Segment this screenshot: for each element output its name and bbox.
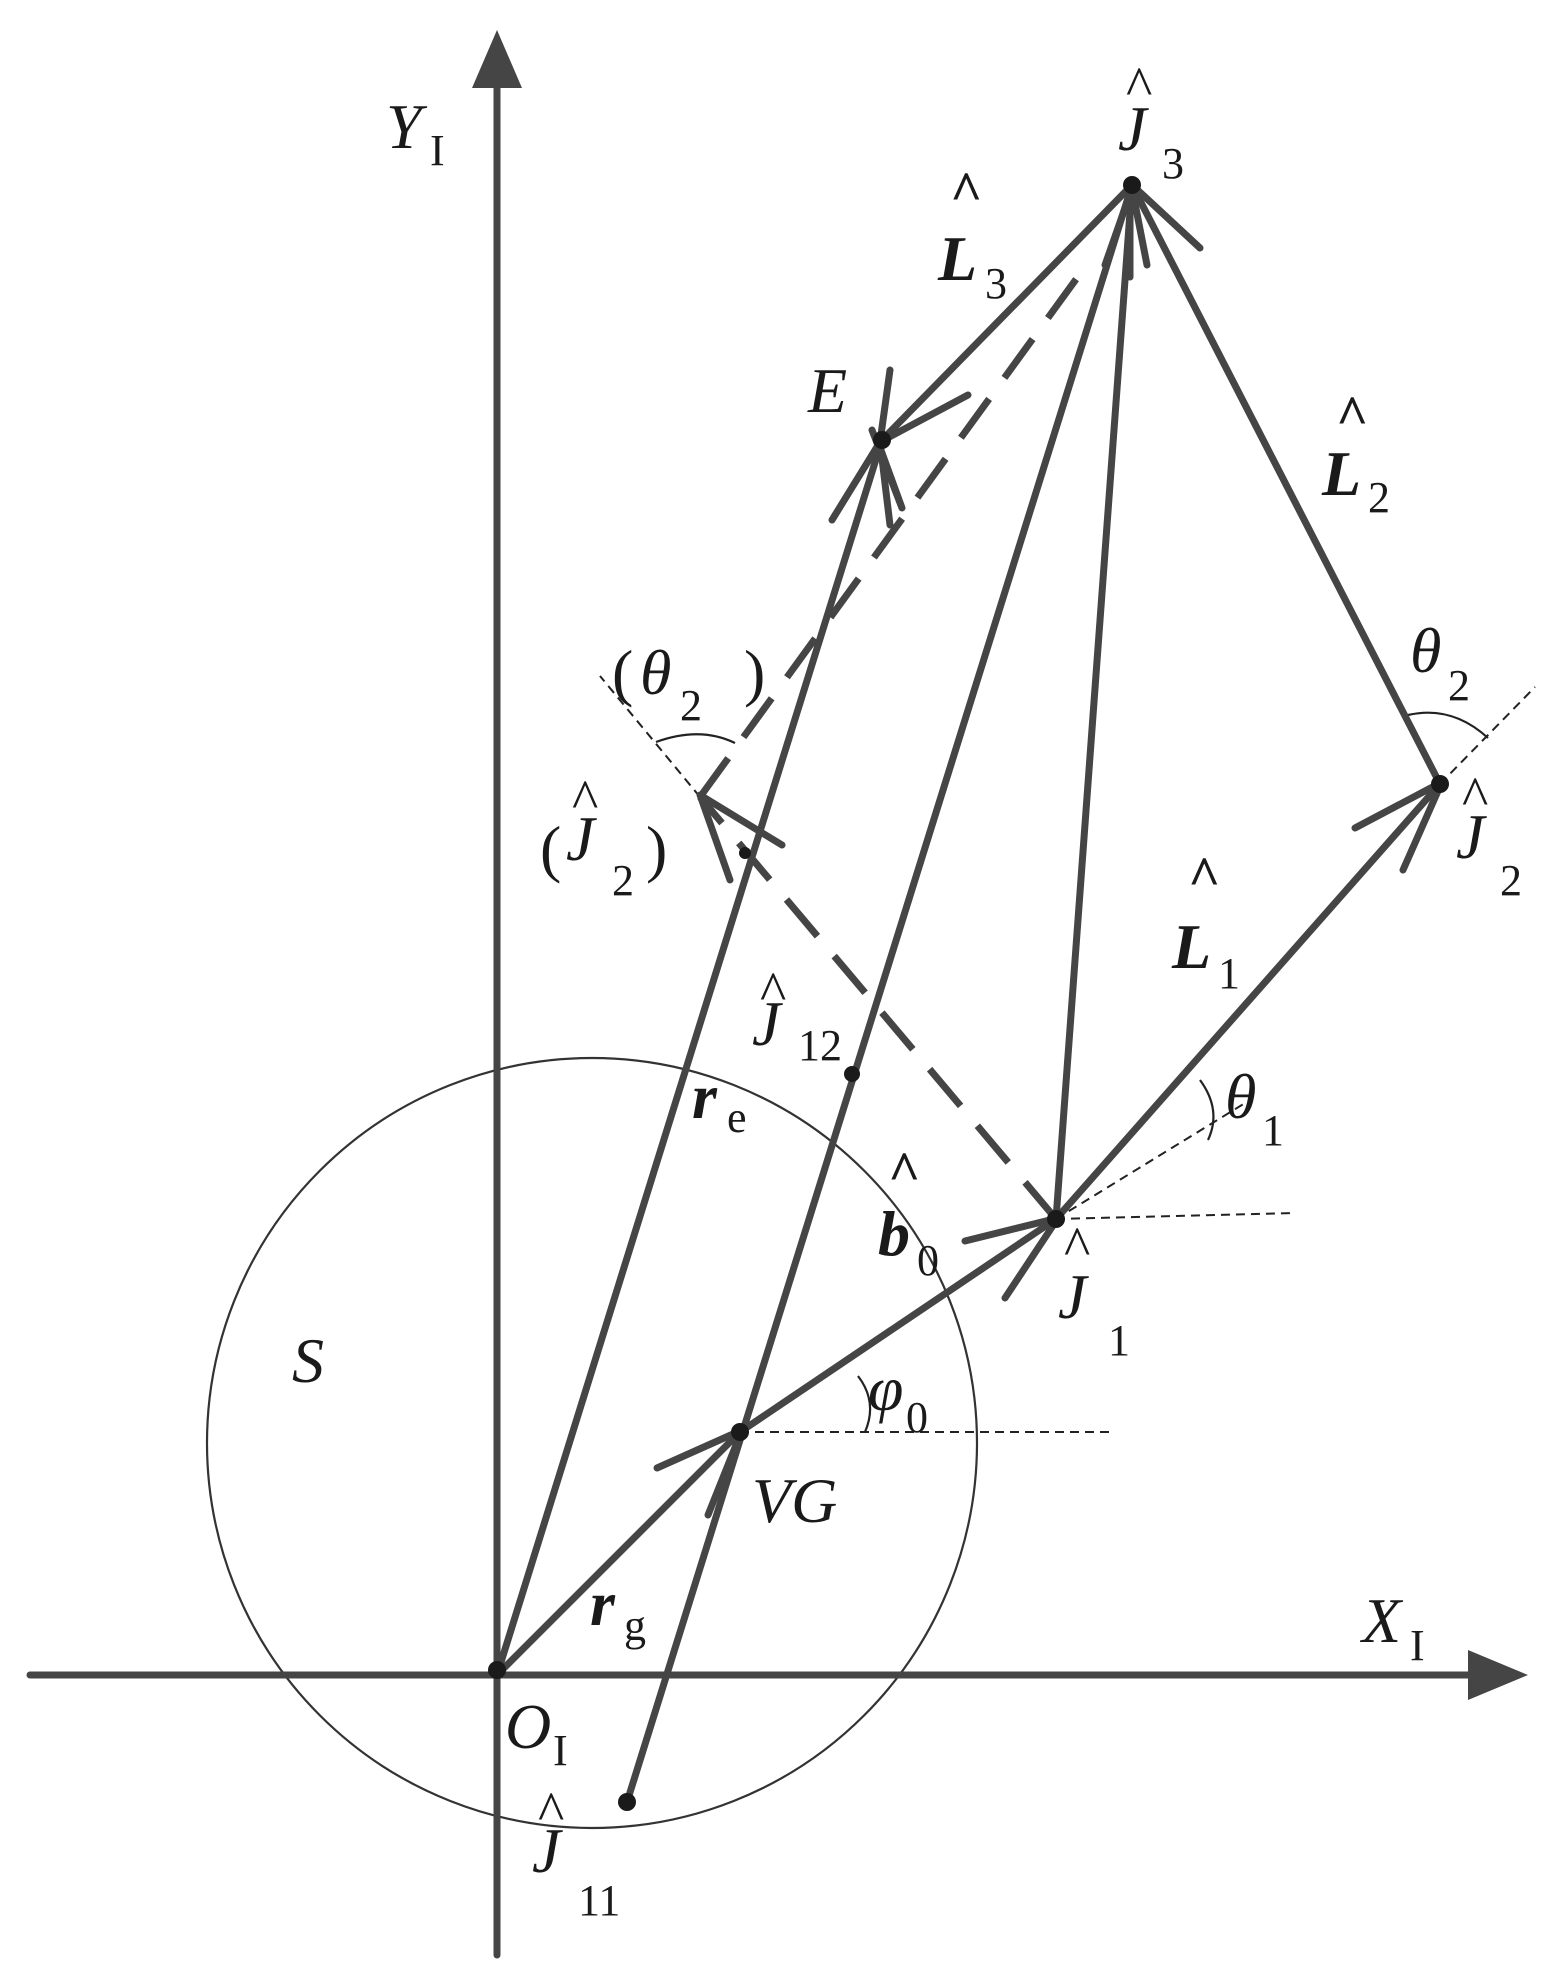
j2-label: J — [1456, 801, 1487, 872]
vector-l3 — [878, 181, 1136, 444]
j12-hat: ^ — [760, 961, 786, 1023]
line-j1-j3 — [1052, 181, 1136, 1223]
y-axis-label-sub: I — [430, 126, 445, 175]
j11-hat: ^ — [538, 1781, 564, 1843]
vg-dot — [731, 1423, 749, 1441]
vector-r-e — [493, 436, 886, 1679]
vg-label: VG — [752, 1465, 837, 1536]
j2-dot — [1431, 775, 1449, 793]
l3-label-sub: 3 — [985, 259, 1007, 308]
j11-dot — [618, 1793, 636, 1811]
alt-j2-label: J — [566, 803, 597, 874]
circle-s-label: S — [292, 1325, 324, 1396]
vector-l2 — [1128, 181, 1444, 788]
r-e-label-sub: e — [727, 1093, 747, 1142]
alt-theta2-reference-line — [599, 675, 701, 798]
vector-l3-arrowhead — [876, 366, 972, 446]
l1-hat: ^ — [1188, 846, 1221, 908]
origin-label-sub: I — [553, 1726, 568, 1775]
y-axis-label: Y — [386, 91, 428, 162]
j1-label-sub: 1 — [1108, 1316, 1130, 1365]
e-dot — [873, 431, 891, 449]
theta2-label: θ — [1410, 615, 1441, 686]
j12-label-sub: 12 — [798, 1021, 842, 1070]
line-j11-j3 — [623, 181, 1136, 1806]
alt-j2-hat: ^ — [572, 769, 598, 831]
j1-horizontal-reference-line — [1055, 1212, 1296, 1220]
phi0-arc — [857, 1375, 872, 1433]
l3-label: L — [937, 223, 977, 294]
alt-vector-l2 — [697, 257, 1093, 800]
l1-label-sub: 1 — [1218, 949, 1240, 998]
theta1-arc — [1199, 1079, 1215, 1141]
x-axis-label-sub: I — [1410, 1621, 1425, 1670]
j2-label-sub: 2 — [1500, 856, 1522, 905]
phi0-label-sub: 0 — [906, 1393, 928, 1442]
origin-label: O — [505, 1691, 551, 1762]
j11-label-sub: 11 — [578, 1876, 620, 1925]
l1-label: L — [1171, 911, 1211, 982]
b0-label-sub: 0 — [917, 1236, 939, 1285]
alt-theta2-close-paren: ) — [744, 637, 765, 708]
e-label: E — [807, 355, 847, 426]
l2-hat: ^ — [1336, 385, 1369, 447]
l3-hat: ^ — [950, 161, 983, 223]
j2-hat: ^ — [1462, 766, 1488, 828]
theta2-reference-line — [1439, 686, 1536, 785]
l2-label-sub: 2 — [1368, 473, 1390, 522]
j12-dot — [844, 1066, 860, 1082]
l2-label: L — [1321, 438, 1361, 509]
alt-j2-open-paren: ( — [540, 813, 561, 884]
y-axis-arrowhead — [472, 30, 522, 88]
b0-hat: ^ — [888, 1141, 921, 1203]
alt-j2-label-sub: 2 — [612, 856, 634, 905]
phi0-label: φ — [868, 1353, 903, 1424]
alt-theta2-label-sub: 2 — [680, 681, 702, 730]
alt-vector-l1 — [697, 794, 1059, 1222]
r-e-label: r — [692, 1061, 718, 1132]
j1-hat: ^ — [1064, 1216, 1090, 1278]
vector-b0 — [736, 1215, 1060, 1436]
j1-dot — [1047, 1210, 1065, 1228]
j12-label: J — [752, 988, 783, 1059]
x-axis-arrowhead — [1468, 1650, 1528, 1700]
j1-label: J — [1058, 1261, 1089, 1332]
theta2-arc — [1407, 711, 1489, 739]
j11-label: J — [532, 1815, 563, 1886]
alt-j2-dot — [739, 847, 751, 859]
r-g-label: r — [590, 1568, 616, 1639]
j3-hat: ^ — [1126, 56, 1152, 118]
theta2-label-sub: 2 — [1448, 661, 1470, 710]
vector-r-g — [493, 1428, 744, 1679]
alt-j2-close-paren: ) — [646, 813, 667, 884]
j3-dot — [1123, 176, 1141, 194]
origin-dot — [488, 1661, 506, 1679]
vector-l1 — [1052, 780, 1444, 1223]
alt-vector-l2-arrowhead — [868, 426, 906, 512]
theta1-reference-line — [1055, 1099, 1251, 1220]
alt-theta2-arc — [655, 733, 736, 744]
x-axis-label: X — [1359, 1585, 1404, 1656]
alt-theta2-label: θ — [640, 637, 671, 708]
theta1-label-sub: 1 — [1262, 1106, 1284, 1155]
b0-label: b — [878, 1198, 910, 1269]
workspace-circle-s — [205, 1056, 979, 1830]
theta1-label: θ — [1225, 1061, 1256, 1132]
j3-label-sub: 3 — [1162, 139, 1184, 188]
alt-theta2-open-paren: ( — [612, 637, 633, 708]
j3-label: J — [1118, 93, 1149, 164]
r-g-label-sub: g — [624, 1601, 646, 1650]
